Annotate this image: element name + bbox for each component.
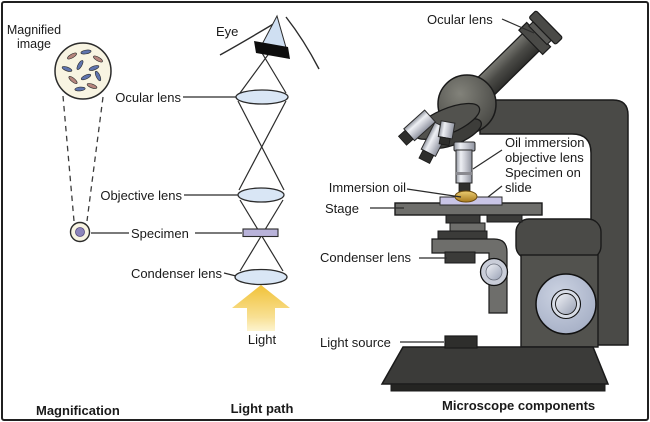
immersion-oil-label: Immersion oil [328,180,406,195]
substage-assembly [431,214,523,314]
magnification-section-title: Magnification [36,403,120,418]
iris-band [254,41,290,59]
microscope-pointer-lines [370,18,535,343]
magnified-image-label: Magnified image [6,23,62,51]
eyelid-upper-arc [285,16,320,70]
bacterium-rod [86,83,98,89]
stage-label: Stage [325,201,359,216]
objective-lens-shape [237,187,285,203]
light-label: Light [247,332,277,347]
zoom-cone-right-dashed-line [86,96,104,222]
bacterium-rod [93,55,103,63]
bacterium-rod [94,70,102,82]
eye-drawing [219,14,320,70]
bacterium-rod [74,86,86,92]
light-arrow [232,285,290,331]
ocular-lens-shape [235,89,289,105]
oil-immersion-objective [453,141,476,193]
light-path-section-title: Light path [230,401,294,416]
bacterium-rod [88,65,100,71]
focus-knob-center [555,293,577,315]
eyepiece-rim [529,10,563,45]
eye-label: Eye [216,24,239,39]
microscope-condenser-lens-label: Condenser lens [320,250,412,265]
bacterium-rod [80,49,92,55]
lightpath-specimen-label: Specimen [131,226,189,241]
objective-lenses [397,109,476,193]
lightpath-condenser-lens-label: Condenser lens [130,266,222,281]
light-rays [237,47,287,272]
microscope-base [380,346,610,385]
light-path-section [183,14,320,331]
light-path-pointer-lines [183,96,242,277]
specimen-on-slide-label: Specimen on slide [505,165,581,195]
base-foot [390,383,606,392]
bacterium-rod [68,76,78,84]
microscope-components-section-title: Microscope components [442,398,596,413]
zoom-cone-left-dashed-line [62,95,75,222]
microscope-ocular-lens-label: Ocular lens [427,12,493,27]
condenser-lens-shape [234,268,288,286]
light-source-shape [444,335,478,349]
lightpath-ocular-lens-label: Ocular lens [115,90,181,105]
condenser-lens-part [444,251,476,264]
microscope-drawing [370,10,629,392]
body-block [515,218,602,260]
light-source-label: Light source [320,335,391,350]
specimen-dot [75,227,85,237]
bacterium-rod [61,66,73,72]
lightpath-objective-lens-label: Objective lens [100,188,182,203]
bacterium-rod [80,73,92,81]
bacterium-rod [67,52,77,60]
specimen-slide-shape [242,228,279,238]
eyelid-lower-arc [219,22,276,56]
magnification-section [54,42,129,243]
bacteria-rods [61,49,103,92]
bacterium-rod [76,60,84,70]
oil-immersion-objective-lens-label: Oil immersion objective lens [505,135,585,165]
